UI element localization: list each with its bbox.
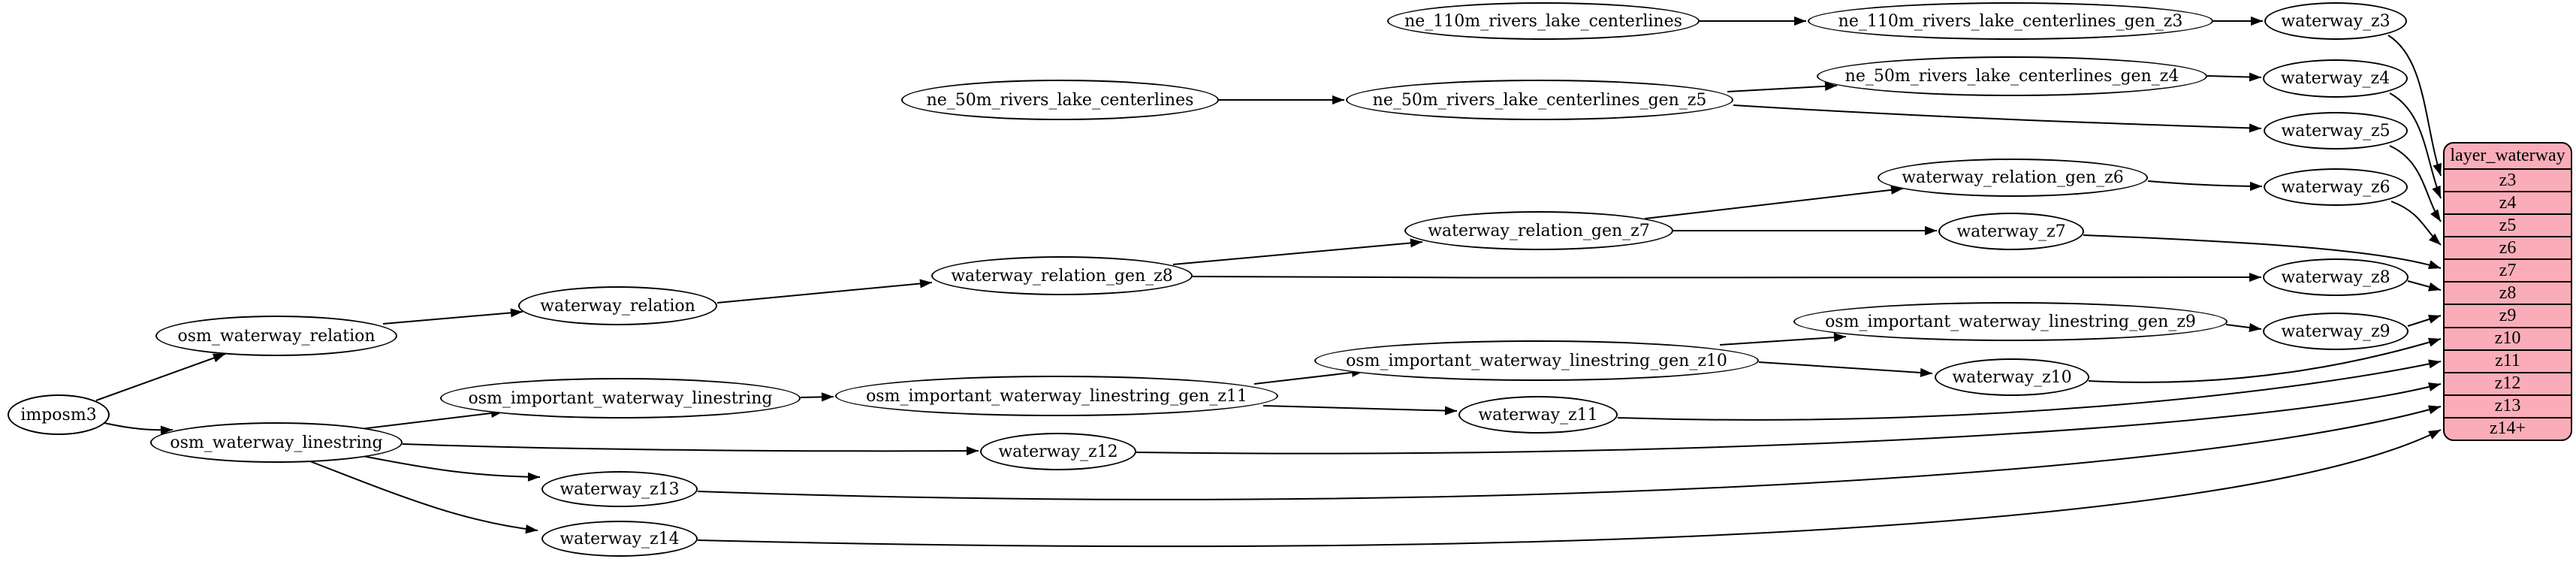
record-row-z6: z6 (2445, 236, 2571, 258)
node-waterway_z6: waterway_z6 (2264, 168, 2408, 206)
edge-osm_waterway_linestring-to-waterway_z13 (358, 455, 541, 482)
edge-waterway_z12-to-record-z12 (1136, 382, 2442, 455)
record-row-z12: z12 (2445, 371, 2571, 394)
edge-osm_important_waterway_linestring_gen_z11-to-waterway_z11 (1262, 405, 1458, 415)
edge-ne_50m_rivers_lake_centerlines_gen_z5-to-ne_50m_rivers_lake_centerlines_gen_z4 (1727, 81, 1838, 92)
node-ne_110m_rivers_lake_centerlines: ne_110m_rivers_lake_centerlines (1387, 2, 1700, 40)
edge-waterway_relation_gen_z7-to-waterway_relation_gen_z6 (1644, 185, 1904, 219)
edge-ne_50m_rivers_lake_centerlines_gen_z4-to-waterway_z4 (2206, 72, 2262, 82)
edge-osm_waterway_linestring-to-waterway_z14 (303, 458, 538, 534)
node-osm_waterway_relation: osm_waterway_relation (155, 316, 397, 356)
record-layer_waterway: layer_waterway z3 z4 z5 z6 z7 z8 z9 z10 … (2443, 142, 2572, 441)
node-osm_important_waterway_linestring_gen_z9: osm_important_waterway_linestring_gen_z9 (1793, 302, 2228, 341)
record-row-z14plus: z14+ (2445, 416, 2571, 440)
node-waterway_z12: waterway_z12 (980, 433, 1136, 470)
edge-waterway_z5-to-record-z5 (2389, 145, 2442, 222)
node-imposm3: imposm3 (8, 394, 110, 435)
node-waterway_z9: waterway_z9 (2263, 313, 2409, 350)
node-ne_50m_rivers_lake_centerlines_gen_z4: ne_50m_rivers_lake_centerlines_gen_z4 (1817, 56, 2207, 96)
edge-waterway_relation_gen_z8-to-waterway_relation_gen_z7 (1172, 238, 1423, 265)
node-waterway_z4: waterway_z4 (2263, 59, 2408, 98)
edge-ne_50m_rivers_lake_centerlines_gen_z5-to-waterway_z5 (1733, 104, 2262, 133)
record-row-z10: z10 (2445, 326, 2571, 349)
node-osm_important_waterway_linestring: osm_important_waterway_linestring (440, 378, 801, 418)
record-row-z9: z9 (2445, 304, 2571, 326)
node-waterway_z3: waterway_z3 (2264, 2, 2407, 40)
edge-waterway_z9-to-record-z9 (2407, 315, 2442, 327)
record-row-z7: z7 (2445, 258, 2571, 281)
edge-osm_waterway_relation-to-waterway_relation (382, 308, 523, 325)
node-osm_important_waterway_linestring_gen_z10: osm_important_waterway_linestring_gen_z1… (1314, 340, 1759, 381)
node-waterway_z11: waterway_z11 (1458, 396, 1618, 434)
record-title: layer_waterway (2450, 146, 2565, 165)
node-waterway_relation_gen_z7: waterway_relation_gen_z7 (1404, 211, 1673, 250)
edge-imposm3-to-osm_waterway_linestring (104, 422, 173, 435)
edge-osm_important_waterway_linestring_gen_z9-to-waterway_z9 (2225, 322, 2262, 333)
node-waterway_z10: waterway_z10 (1935, 358, 2089, 396)
node-osm_important_waterway_linestring_gen_z11: osm_important_waterway_linestring_gen_z1… (835, 376, 1278, 416)
edge-waterway_z11-to-record-z11 (1617, 359, 2442, 421)
edge-waterway_z8-to-record-z8 (2407, 280, 2442, 292)
edge-waterway_z10-to-record-z10 (2088, 337, 2442, 383)
node-ne_50m_rivers_lake_centerlines: ne_50m_rivers_lake_centerlines (901, 80, 1219, 120)
node-waterway_z7: waterway_z7 (1938, 213, 2084, 250)
edge-waterway_relation-to-waterway_relation_gen_z8 (716, 279, 933, 304)
node-waterway_z8: waterway_z8 (2263, 258, 2409, 296)
record-row-z8: z8 (2445, 281, 2571, 304)
edge-osm_important_waterway_linestring_gen_z10-to-osm_important_waterway_linestring_gen_z9 (1719, 332, 1847, 346)
edge-waterway_z7-to-record-z7 (2083, 234, 2442, 270)
node-waterway_z14: waterway_z14 (541, 521, 698, 557)
node-waterway_z13: waterway_z13 (541, 471, 698, 507)
record-row-z11: z11 (2445, 349, 2571, 372)
edge-osm_waterway_linestring-to-osm_important_waterway_linestring (354, 408, 504, 431)
record-row-z5: z5 (2445, 213, 2571, 236)
node-ne_110m_rivers_lake_centerlines_gen_z3: ne_110m_rivers_lake_centerlines_gen_z3 (1808, 2, 2213, 40)
record-row-z13: z13 (2445, 394, 2571, 417)
record-row-z4: z4 (2445, 191, 2571, 213)
node-waterway_relation_gen_z6: waterway_relation_gen_z6 (1878, 159, 2148, 197)
edge-waterway_z6-to-record-z6 (2390, 201, 2442, 246)
edge-osm_waterway_linestring-to-waterway_z12 (402, 443, 979, 456)
edge-waterway_z14-to-record-z14 (697, 429, 2442, 548)
edge-waterway_relation_gen_z8-to-waterway_z8 (1192, 272, 2262, 282)
edge-osm_important_waterway_linestring_gen_z11-to-osm_important_waterway_linestring_gen_z10 (1253, 367, 1365, 385)
node-waterway_z5: waterway_z5 (2264, 112, 2408, 150)
edge-waterway_z3-to-record-z3 (2387, 35, 2442, 177)
edge-osm_important_waterway_linestring_gen_z10-to-waterway_z10 (1758, 361, 1933, 378)
node-osm_waterway_linestring: osm_waterway_linestring (150, 422, 403, 463)
node-waterway_relation_gen_z8: waterway_relation_gen_z8 (931, 256, 1193, 295)
edge-waterway_relation_gen_z6-to-waterway_z6 (2147, 180, 2263, 192)
node-ne_50m_rivers_lake_centerlines_gen_z5: ne_50m_rivers_lake_centerlines_gen_z5 (1346, 80, 1733, 120)
record-row-z3: z3 (2445, 168, 2571, 191)
node-waterway_relation: waterway_relation (518, 286, 717, 325)
edge-imposm3-to-osm_waterway_relation (95, 353, 226, 401)
edge-waterway_z13-to-record-z13 (697, 405, 2442, 500)
edge-waterway_z4-to-record-z4 (2389, 92, 2442, 199)
